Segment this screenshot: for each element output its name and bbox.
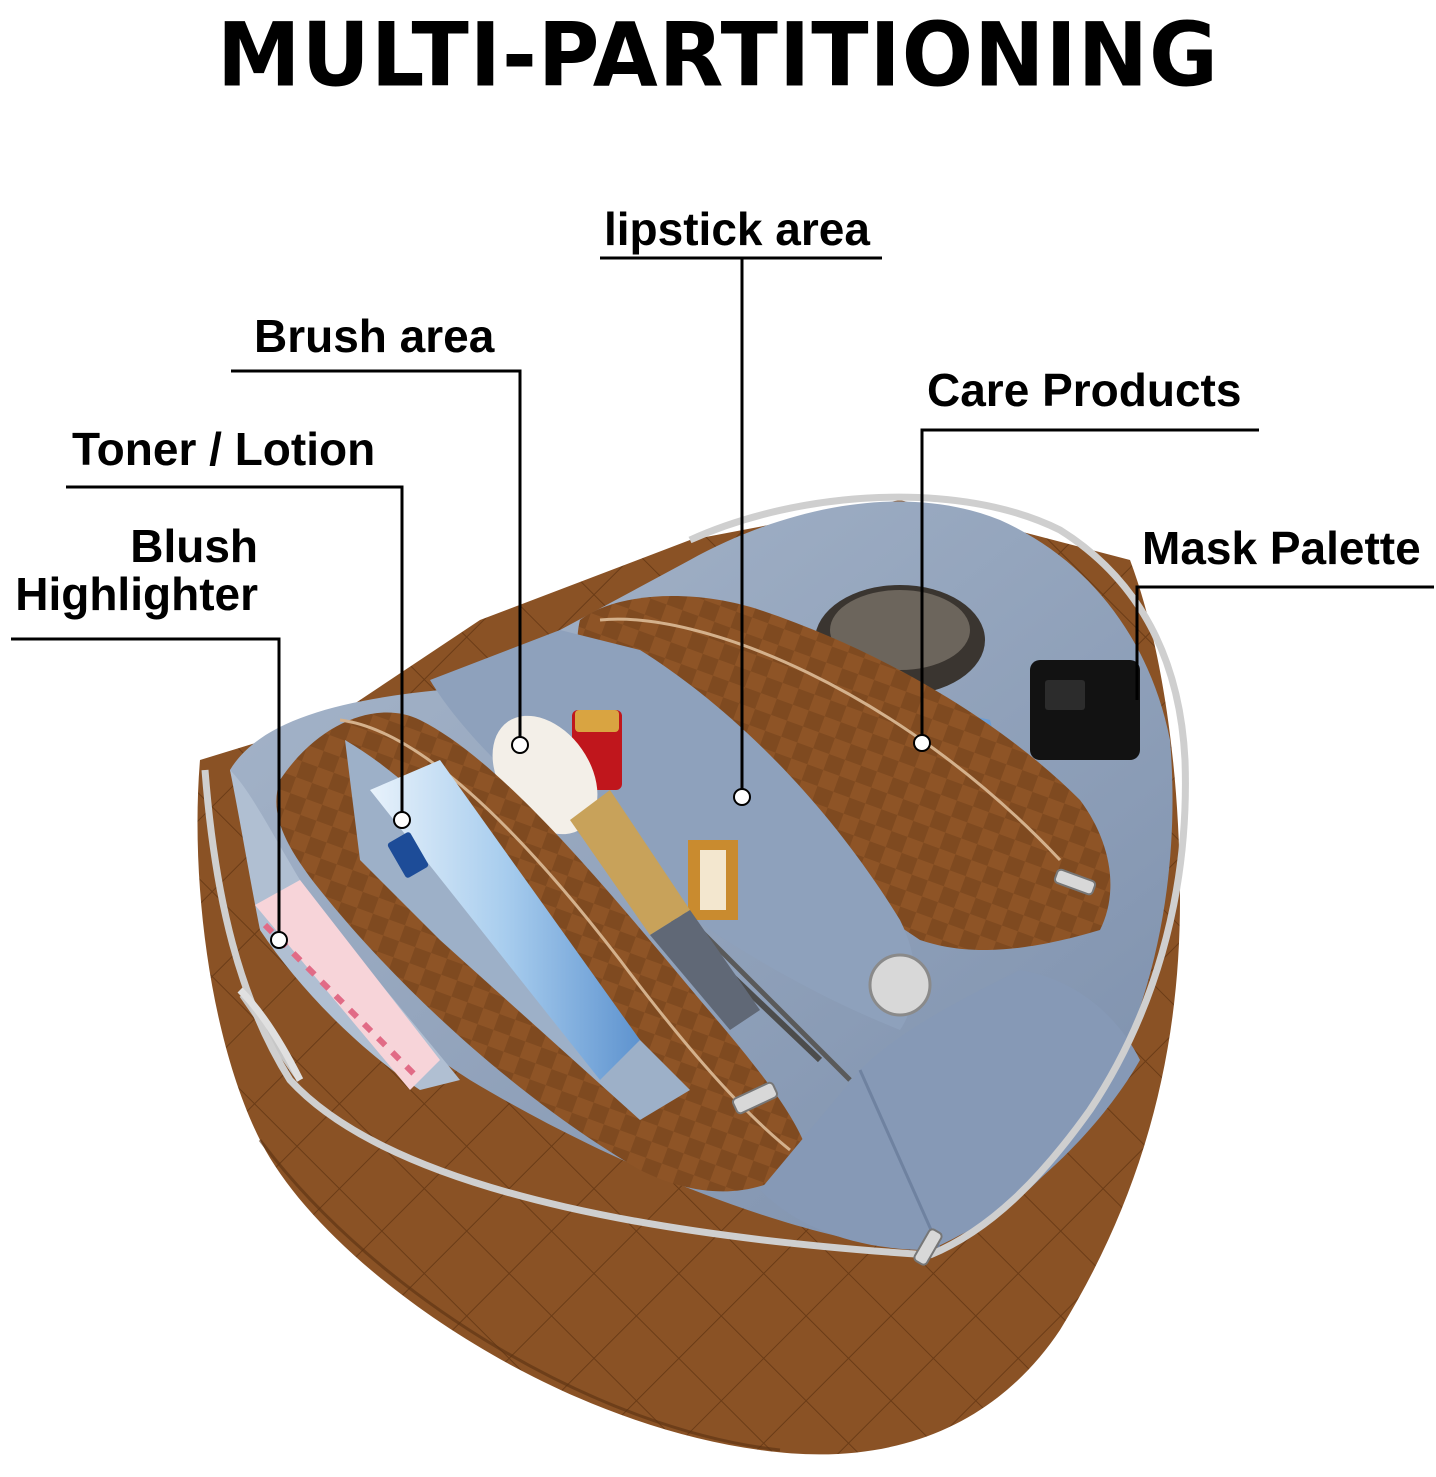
label-brush-area: Brush area (254, 310, 495, 362)
callout-line-blush (11, 637, 281, 940)
label-highlighter: Highlighter (15, 568, 258, 620)
divider-flap (760, 970, 1140, 1251)
label-care-products: Care Products (927, 364, 1242, 416)
label-toner-lotion: Toner / Lotion (72, 423, 376, 475)
callout-line-brush (231, 369, 522, 745)
zipper-track (201, 493, 1189, 1259)
label-blush: Blush (130, 520, 258, 572)
callout-line-toner (66, 485, 404, 820)
label-blush-highlighter: Blush Highlighter (0, 522, 258, 618)
callout-lines (11, 256, 1434, 940)
callout-line-care (920, 428, 1259, 743)
callout-line-mask (1135, 585, 1434, 700)
brand-logo-emblem (237, 987, 304, 1082)
label-mask-palette: Mask Palette (1142, 522, 1421, 574)
label-lipstick-area: lipstick area (604, 203, 870, 255)
page-title: MULTI-PARTITIONING (217, 3, 1219, 107)
zipper-pulls (731, 868, 1097, 1266)
rear-pouch (577, 596, 1111, 950)
callout-dots (270, 734, 931, 949)
callout-line-lipstick (600, 256, 882, 797)
front-pouch (276, 712, 810, 1192)
